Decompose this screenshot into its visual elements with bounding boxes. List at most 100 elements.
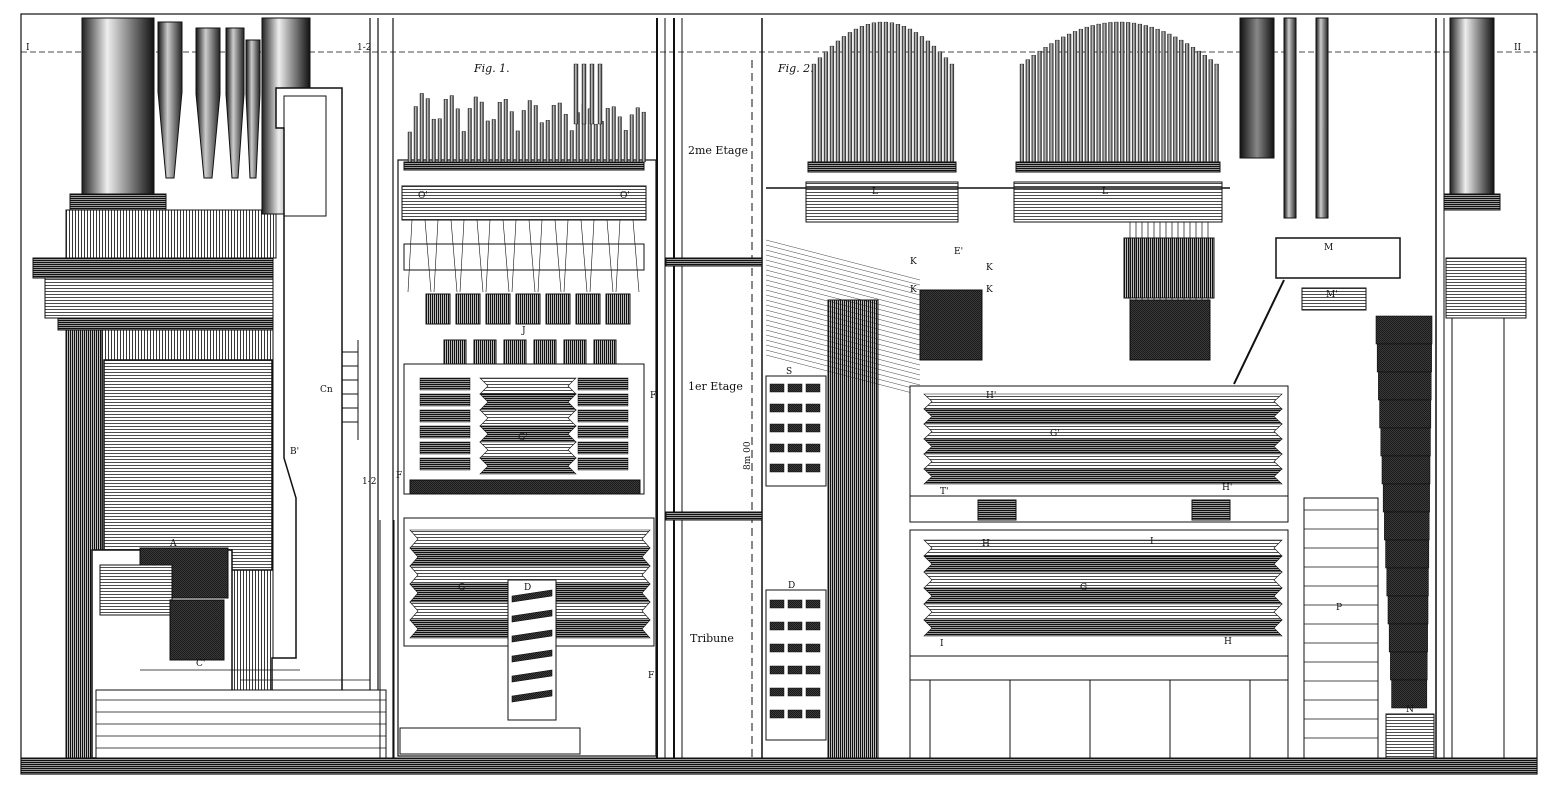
fig2-windchest-left bbox=[807, 161, 957, 173]
fig1-upper-fold bbox=[479, 377, 577, 395]
left-casework-inner bbox=[283, 95, 327, 217]
height-mark: 8m 00 bbox=[743, 441, 753, 470]
fig1-label-c: C' bbox=[196, 659, 205, 669]
fig2-label-i: I bbox=[940, 639, 944, 649]
fig2-upper-fold bbox=[923, 393, 1283, 410]
fig2-duct-segment bbox=[1390, 651, 1428, 681]
fig2-drawing bbox=[765, 17, 1527, 759]
left-ladder bbox=[341, 340, 359, 440]
fig1-tracker bbox=[554, 219, 562, 293]
middle-shaft bbox=[665, 18, 763, 758]
fig2-slot bbox=[787, 665, 803, 675]
fig2-label-n: N bbox=[1406, 705, 1414, 715]
fig1-side-fold bbox=[419, 409, 471, 423]
fig1-tracker bbox=[606, 219, 614, 293]
fig2-pipe bbox=[877, 21, 883, 163]
fig1-lower-fold bbox=[409, 547, 651, 567]
fig2-wire bbox=[765, 239, 921, 281]
fig2-duct-segment bbox=[1378, 371, 1432, 401]
fig1-tall-pipe bbox=[597, 63, 603, 125]
fig2-pipe bbox=[1090, 25, 1095, 163]
section-mark-top: 1-2 bbox=[357, 43, 372, 53]
fig1-label-b: B' bbox=[290, 447, 299, 457]
fig2-wire bbox=[765, 269, 921, 311]
fig1-side-fold bbox=[577, 409, 629, 423]
left-cornice bbox=[32, 257, 274, 279]
fig2-pipe bbox=[1061, 36, 1066, 163]
fig2-duct bbox=[1375, 315, 1433, 709]
fig2-duct-segment bbox=[1380, 427, 1431, 457]
fig1-pipe bbox=[551, 105, 556, 163]
fig1-action-box bbox=[455, 293, 481, 325]
fig1-lower-bellows bbox=[409, 529, 651, 639]
fig2-wire bbox=[765, 284, 921, 326]
fig2-pipe bbox=[835, 40, 841, 163]
fig2-duct-segment bbox=[1382, 483, 1430, 513]
fig1-feeder-fold bbox=[511, 649, 553, 663]
fig1-pipe bbox=[491, 119, 496, 163]
fig2-machine-left bbox=[919, 289, 983, 361]
fig2-pipe bbox=[919, 36, 925, 163]
fig2-slot bbox=[769, 709, 785, 719]
fig2-upper-fold bbox=[923, 453, 1283, 470]
fig2-duct-segment bbox=[1388, 623, 1428, 653]
fig1-tracker bbox=[511, 219, 517, 293]
fig2-base-lines bbox=[910, 679, 1288, 758]
right-wall bbox=[1451, 317, 1505, 759]
fig1-feeder-fold bbox=[511, 609, 553, 623]
fig2-slot bbox=[787, 709, 803, 719]
organ-console bbox=[91, 547, 387, 759]
fig2-upper-bellows bbox=[923, 393, 1283, 485]
fig2-pipe bbox=[949, 63, 955, 163]
fig2-pipe bbox=[1173, 36, 1178, 163]
fig2-machine-right bbox=[1123, 237, 1215, 299]
fig2-label-s: S bbox=[786, 367, 792, 377]
fig2-wire bbox=[765, 349, 921, 391]
fig1-upper-fold bbox=[479, 457, 577, 475]
fig2-upper-fold bbox=[923, 468, 1283, 485]
fig2-pipe bbox=[1196, 50, 1202, 163]
fig1-side-fold bbox=[419, 393, 471, 407]
fig2-duct-segment bbox=[1384, 511, 1430, 541]
fig1-pipe bbox=[527, 100, 532, 163]
fig1-windchest bbox=[401, 185, 647, 221]
fig2-wire bbox=[765, 259, 921, 301]
fig1-tracker bbox=[424, 219, 432, 293]
fig1-left-ladder bbox=[379, 520, 395, 758]
fig1-pipe bbox=[479, 101, 484, 163]
reed-pipe bbox=[245, 39, 261, 179]
fig1-side-fold bbox=[577, 377, 629, 391]
fig1-label-g-upper: G' bbox=[518, 433, 528, 443]
fig2-pipe bbox=[841, 36, 847, 163]
console-trackers bbox=[96, 669, 386, 749]
fig1-pipe bbox=[497, 102, 502, 163]
fig2-slot bbox=[769, 665, 785, 675]
fig2-pipe bbox=[817, 57, 823, 163]
fig1-pipe bbox=[431, 118, 436, 163]
fig1-roller-board bbox=[403, 243, 645, 271]
fig2-lower-fold bbox=[923, 587, 1283, 605]
fig2-pipes-right bbox=[1019, 21, 1219, 163]
fig1-label-g-lower: G bbox=[458, 583, 465, 593]
fig1-feeder-fold bbox=[511, 669, 553, 683]
fig1-label-f3: F bbox=[396, 471, 402, 481]
fig2-pipe bbox=[943, 57, 949, 163]
fig1-pipe bbox=[521, 110, 526, 163]
fig1-pipe bbox=[515, 130, 520, 163]
fig1-action-box bbox=[563, 339, 587, 367]
fig2-shelf-upper-slots bbox=[769, 383, 821, 473]
console-music-desk bbox=[169, 599, 225, 661]
fig2-slot bbox=[787, 403, 803, 413]
fig1-label-o-left: O' bbox=[418, 191, 428, 201]
fig2-pipe bbox=[847, 32, 853, 163]
fig2-pipe bbox=[1149, 26, 1154, 163]
fig1-label-f2: F bbox=[648, 671, 654, 681]
fig2-windchest-right bbox=[1015, 161, 1221, 173]
fig1-feeder-fold bbox=[511, 629, 553, 643]
reed-pipe bbox=[195, 27, 221, 179]
fig2-slot bbox=[769, 621, 785, 631]
middle-beam-upper bbox=[665, 257, 763, 267]
fig1-action-box bbox=[443, 339, 467, 367]
floor-1-label: 1er Etage bbox=[688, 380, 743, 393]
left-casework bbox=[271, 87, 343, 759]
